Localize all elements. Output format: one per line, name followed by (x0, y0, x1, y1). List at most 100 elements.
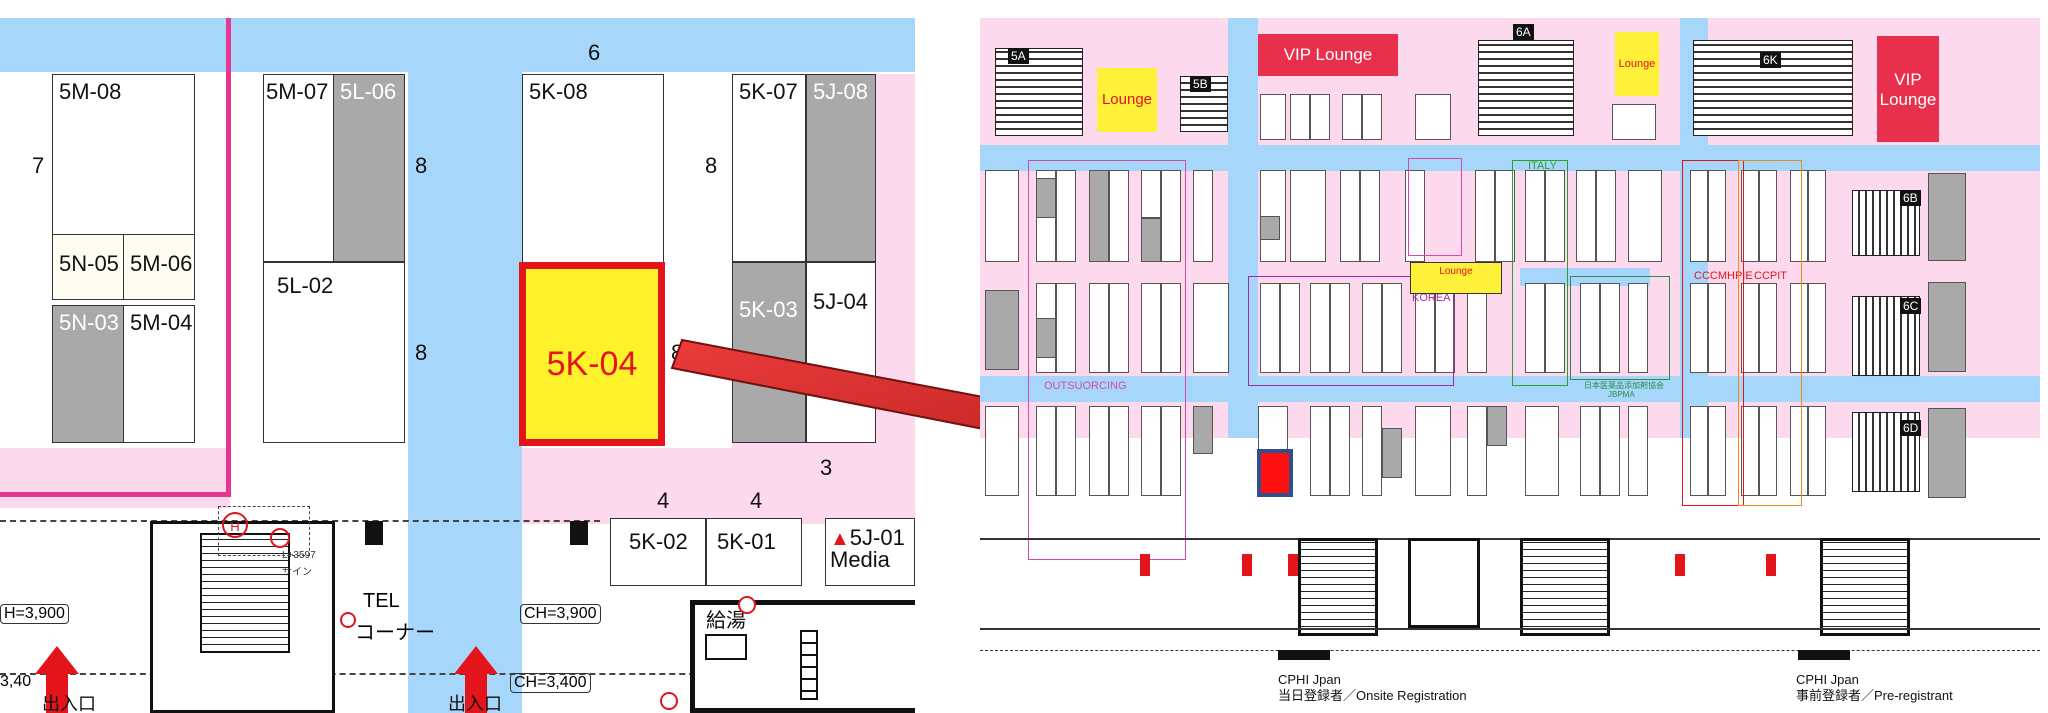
booth-5N-05[interactable]: 5N-05 (52, 234, 124, 300)
entrance-arrow-stem (46, 673, 68, 713)
center-aisle (408, 18, 522, 713)
booth-block (1193, 170, 1213, 262)
booth-5K-04-highlight[interactable]: 5K-04 (519, 262, 665, 446)
booth-5L-06[interactable]: 5L-06 (333, 74, 405, 262)
booth-block (1141, 218, 1161, 262)
booth-5M-04[interactable]: 5M-04 (123, 305, 195, 443)
booth-block (1628, 283, 1648, 373)
booth-5K-07[interactable]: 5K-07 (732, 74, 806, 262)
booth-block (1260, 94, 1286, 140)
aisle-number: 8 (415, 340, 428, 365)
jbpma-label: 日本医薬品添加剤協会 (1584, 381, 1664, 390)
hall-label: 6B (1900, 190, 1921, 206)
booth-block (1382, 428, 1402, 478)
booth-block (1342, 94, 1362, 140)
booth-block (1405, 170, 1425, 262)
booth-block (1109, 283, 1129, 373)
booth-block (1161, 406, 1181, 496)
booth-block (1928, 173, 1966, 261)
booth-block (1362, 283, 1382, 373)
entrance-arrow-icon (35, 646, 79, 674)
booth-block (1690, 283, 1708, 373)
zoomed-floor-plan: 6 7 8 8 8 8 3 4 4 5M-08 5N-05 5M-06 5N-0… (0, 18, 915, 713)
caption-line: CPHI Jpan (1278, 672, 1341, 687)
stair-core (1820, 538, 1910, 636)
zone-boundary-horizontal (0, 492, 231, 497)
booth-5J-01-media[interactable]: ▲5J-01 Media (825, 518, 915, 586)
booth-block (1759, 406, 1777, 496)
booth-block (1089, 406, 1109, 496)
booth-block (1056, 283, 1076, 373)
booth-5K-04-location-marker[interactable] (1257, 449, 1293, 497)
booth-block (985, 290, 1019, 370)
booth-5J-08[interactable]: 5J-08 (806, 74, 876, 262)
booth-block (985, 406, 1019, 496)
booth-block (1310, 94, 1330, 140)
booth-block (1487, 406, 1507, 446)
booth-block (1600, 283, 1620, 373)
hall-label: 6A (1513, 24, 1534, 40)
utility-box (705, 634, 747, 660)
pink-box-zone (1408, 158, 1462, 256)
booth-block (1576, 170, 1596, 262)
aisle-number: 8 (705, 153, 718, 178)
vip-line: Lounge (1879, 90, 1937, 109)
korea-zone (1248, 276, 1454, 386)
booth-block (1161, 283, 1181, 373)
ceiling-height-label: H=3,900 (0, 604, 69, 624)
outsourcing-label: OUTSUORCING (1044, 380, 1127, 392)
booth-block (1415, 94, 1451, 140)
entrance-label: 出入口 (448, 694, 502, 713)
booth-5J-04[interactable]: 5J-04 (806, 262, 876, 443)
booth-block (1467, 283, 1487, 373)
booth-block (1036, 318, 1056, 358)
pink-zone-left (0, 448, 230, 508)
stair-core (1298, 538, 1378, 636)
hall-6A-block (1478, 40, 1574, 136)
booth-5K-02[interactable]: 5K-02 (610, 518, 706, 586)
booth-5K-08[interactable]: 5K-08 (522, 74, 664, 280)
caption-line: CPHI Jpan (1796, 672, 1859, 687)
aisle-number: 4 (750, 488, 763, 513)
booth-block (1928, 408, 1966, 498)
aisle-number: 6 (588, 40, 601, 65)
stair-core (1408, 538, 1480, 628)
booth-block (1260, 216, 1280, 240)
booth-block (1525, 283, 1545, 373)
ceiling-height-label: 3,40 (0, 673, 32, 690)
booth-5M-08[interactable]: 5M-08 (52, 74, 195, 252)
aisle-horizontal (980, 145, 2040, 171)
booth-block (1340, 170, 1360, 262)
booth-block (1310, 283, 1330, 373)
jbpma-label: JBPMA (1608, 390, 1635, 399)
lounge: Lounge (1097, 68, 1157, 132)
booth-block (1545, 170, 1565, 262)
booth-5K-01[interactable]: 5K-01 (706, 518, 802, 586)
booth-block (1382, 283, 1402, 373)
booth-5L-02[interactable]: 5L-02 (263, 262, 405, 443)
booth-5N-03[interactable]: 5N-03 (52, 305, 124, 443)
emergency-icon (270, 528, 290, 548)
booth-block (1290, 94, 1310, 140)
warning-triangle-icon: ▲ (830, 528, 850, 550)
pink-zone-bottom (522, 448, 915, 523)
booth-block (1580, 406, 1600, 496)
booth-block (1056, 406, 1076, 496)
booth-5M-06[interactable]: 5M-06 (123, 234, 195, 300)
entrance-arrow-icon (1242, 554, 1252, 576)
booth-block (1580, 283, 1600, 373)
pillar (365, 521, 383, 545)
sign-box (218, 506, 310, 556)
lounge-small: Lounge (1615, 32, 1659, 96)
booth-block (1628, 406, 1648, 496)
booth-block (1089, 170, 1109, 262)
booth-block (1109, 406, 1129, 496)
entrance-arrow-stem (465, 673, 487, 713)
booth-block (1790, 170, 1808, 262)
bottom-wall (980, 538, 2040, 540)
stair-core (1520, 538, 1610, 636)
entrance-arrow-icon (1288, 554, 1298, 576)
entrance-arrow-icon (1675, 554, 1685, 576)
booth-block (1193, 283, 1229, 373)
caption-line: 当日登録者／Onsite Registration (1278, 688, 1467, 703)
